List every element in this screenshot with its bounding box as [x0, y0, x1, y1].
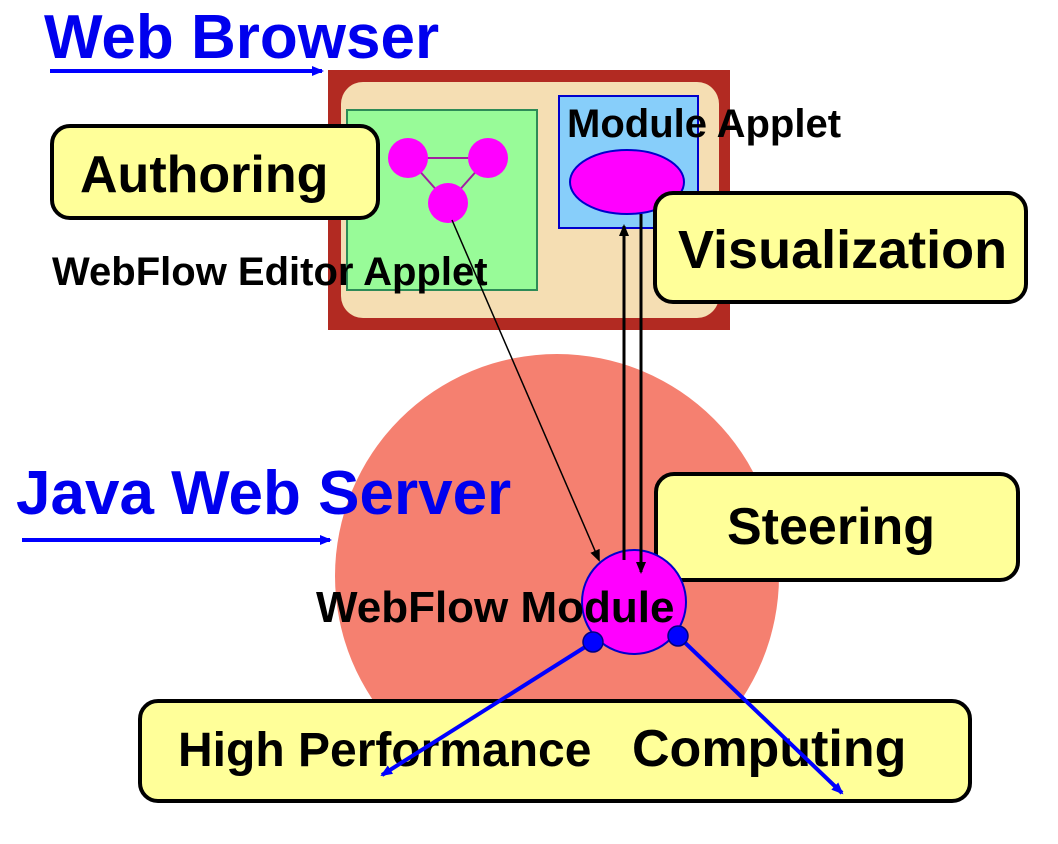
editor-graph-node	[428, 183, 468, 223]
authoring-box	[50, 124, 380, 220]
visualization-box	[653, 191, 1028, 304]
visualization-label: Visualization	[678, 220, 1007, 280]
web-browser-title: Web Browser	[44, 3, 439, 72]
module-applet-ellipse	[569, 149, 685, 215]
module-applet-label: Module Applet	[567, 102, 841, 146]
hpc-label-left: High Performance	[178, 724, 591, 777]
module-port-right	[667, 625, 689, 647]
module-to-hpc-left-arrow	[380, 640, 595, 777]
webflow-module-label: WebFlow Module	[316, 583, 675, 632]
java-web-server-circle	[335, 354, 779, 798]
module-to-hpc-right-arrow	[676, 634, 844, 795]
high-performance-computing-box	[138, 699, 972, 803]
steering-label: Steering	[727, 498, 935, 556]
editor-graph-node	[388, 138, 428, 178]
authoring-label: Authoring	[80, 146, 328, 204]
editor-graph-node	[468, 138, 508, 178]
steering-box	[654, 472, 1020, 582]
webflow-module-node	[581, 549, 687, 655]
hpc-label-right: Computing	[632, 720, 906, 778]
editor-to-module-arrow	[451, 219, 600, 562]
webflow-editor-applet-label: WebFlow Editor Applet	[52, 250, 488, 294]
module-port-left	[582, 631, 604, 653]
java-web-server-title: Java Web Server	[16, 459, 511, 528]
